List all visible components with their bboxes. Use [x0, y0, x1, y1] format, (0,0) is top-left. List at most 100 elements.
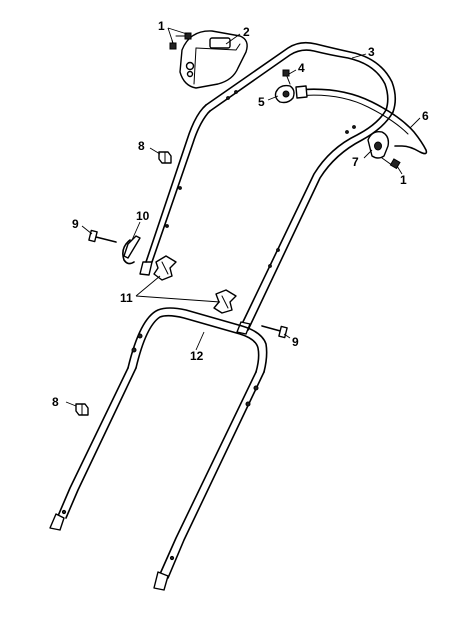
lower-handle-right-foot	[153, 571, 169, 591]
lower-handle-hole	[245, 401, 251, 407]
cable-inner	[296, 94, 409, 135]
screw-head	[184, 32, 192, 40]
callout-10: 10	[136, 209, 150, 223]
nut-upper-8	[158, 151, 172, 164]
switch-box-hole	[185, 61, 195, 71]
lower-handle-hole	[137, 333, 143, 339]
cable-guide-7	[367, 130, 390, 159]
callout-1: 1	[400, 173, 407, 187]
lower-handle-hole	[61, 509, 67, 515]
screw-top-b	[169, 39, 177, 50]
lower-handle	[49, 307, 268, 591]
leader-8a	[149, 147, 161, 155]
callout-5: 5	[258, 95, 265, 109]
upper-handle-hole	[345, 130, 349, 134]
switch-box-edge	[195, 43, 241, 51]
cable-clamp-5	[274, 84, 295, 104]
leader-11	[135, 275, 161, 297]
knob-edge	[161, 261, 169, 275]
leader-lines	[65, 27, 421, 407]
leader-9a	[81, 225, 93, 235]
lower-handle-left-leg-inner	[65, 367, 137, 519]
callout-9: 9	[72, 217, 79, 231]
knob-upper-11	[153, 255, 177, 281]
screw-4	[282, 69, 291, 85]
callout-8: 8	[138, 139, 145, 153]
upper-handle-hole	[234, 90, 238, 94]
switch-box-hole	[186, 70, 194, 78]
bolt-left-9	[88, 229, 117, 243]
leader-1b	[396, 165, 403, 175]
cable-hook-10	[122, 235, 141, 265]
lower-handle-hole	[169, 555, 175, 561]
knob-edge	[221, 295, 229, 309]
leader-12	[195, 331, 205, 351]
lower-handle-top-inner	[135, 314, 260, 373]
upper-handle-hole	[276, 248, 280, 252]
clamp-bore	[282, 90, 290, 98]
leader-9b	[283, 333, 291, 339]
callout-1: 1	[158, 19, 165, 33]
screw-top-a	[175, 32, 192, 40]
upper-handle-hole	[178, 186, 182, 190]
lower-handle-hole	[253, 385, 259, 391]
switch-box-cover	[179, 30, 248, 89]
upper-handle-top-outer	[205, 41, 397, 113]
cable-outer	[296, 88, 428, 155]
callout-12: 12	[190, 349, 204, 363]
upper-handle-left-end	[139, 261, 153, 276]
leader-8b	[65, 401, 77, 407]
upper-handle	[139, 41, 397, 335]
nut-lower-8	[75, 403, 89, 416]
lower-handle-right-leg-inner	[159, 371, 257, 575]
callout-7: 7	[352, 155, 359, 169]
callout-8: 8	[52, 395, 59, 409]
leader-1a	[167, 27, 174, 44]
callout-labels: 1 2 3 4 5 6 7 1 8 8 9 9 10 11 12	[52, 19, 429, 409]
leader-11	[135, 295, 221, 303]
callout-4: 4	[298, 61, 305, 75]
upper-handle-left-leg-outer	[145, 104, 207, 263]
lower-handle-hole	[131, 347, 137, 353]
callout-2: 2	[243, 25, 250, 39]
leader-2	[225, 33, 241, 45]
hook-curve	[122, 239, 135, 265]
screw-head	[282, 69, 290, 77]
knob-lower-11	[213, 289, 237, 314]
lower-handle-left-leg-outer	[57, 367, 129, 517]
switch-box-button	[209, 37, 231, 49]
upper-handle-right-leg-outer	[247, 111, 394, 331]
bolt-right-9	[261, 325, 288, 339]
lower-handle-left-foot	[49, 513, 65, 531]
lower-handle-top-outer	[127, 307, 268, 373]
leader-6	[409, 117, 421, 129]
lower-handle-right-leg-outer	[167, 371, 265, 579]
upper-handle-hole	[226, 96, 230, 100]
leader-10	[131, 221, 141, 241]
upper-handle-top-inner	[209, 49, 389, 112]
leader-4	[288, 69, 297, 75]
bolt-head	[278, 325, 288, 339]
leader-1a	[167, 27, 188, 35]
upper-handle-hole	[165, 224, 169, 228]
upper-handle-hole	[352, 125, 356, 129]
upper-handle-left-leg-inner	[151, 110, 211, 263]
guide-bore	[374, 141, 382, 151]
callout-9: 9	[292, 335, 299, 349]
callout-11: 11	[120, 291, 133, 305]
callout-3: 3	[368, 45, 375, 59]
callout-6: 6	[422, 109, 429, 123]
hook-plate	[123, 235, 141, 259]
upper-handle-right-leg-inner	[240, 109, 387, 327]
control-cable	[295, 85, 428, 155]
screw-head	[169, 42, 177, 50]
cable-end-fitting	[295, 85, 308, 99]
leader-5	[267, 95, 279, 101]
leader-3	[351, 53, 367, 59]
switch-box-edge	[193, 47, 197, 85]
upper-handle-hole	[268, 264, 272, 268]
screw-head	[389, 158, 401, 170]
leader-7	[363, 149, 373, 159]
